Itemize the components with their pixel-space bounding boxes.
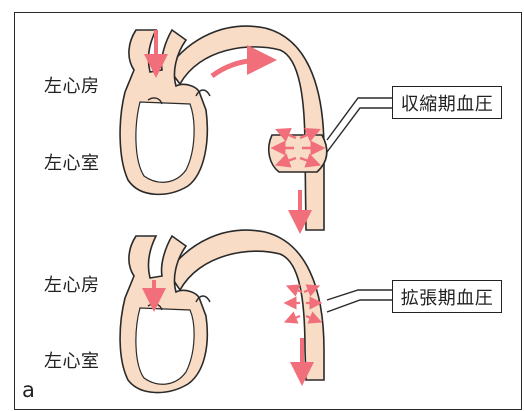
aorta-bulge xyxy=(269,135,327,172)
aortic-ejection-arrow xyxy=(212,60,262,76)
diastolic-callout-leader xyxy=(327,290,393,312)
panel-letter: a xyxy=(22,378,35,402)
ventricle-cavity xyxy=(136,308,194,384)
label-left-atrium-bottom: 左心房 xyxy=(44,271,100,297)
ventricle-cavity xyxy=(136,102,194,182)
systolic-pressure-box: 収縮期血圧 xyxy=(392,86,502,119)
diastolic-pressure-box: 拡張期血圧 xyxy=(392,280,502,313)
systolic-callout-leader xyxy=(327,98,393,152)
label-left-ventricle-top: 左心室 xyxy=(44,149,100,175)
label-left-ventricle-bottom: 左心室 xyxy=(44,347,100,373)
label-left-atrium-top: 左心房 xyxy=(44,72,100,98)
diastolic-heart xyxy=(120,230,324,392)
systolic-heart xyxy=(120,26,327,230)
